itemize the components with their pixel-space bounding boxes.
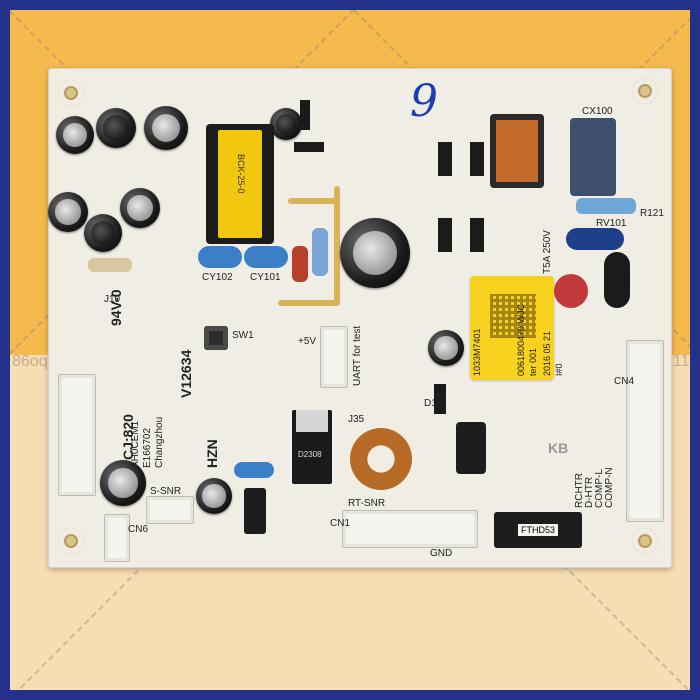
connector-header: [104, 514, 130, 562]
handwritten-number: 9: [410, 76, 438, 127]
ceramic-capacitor: [234, 462, 274, 478]
silk-rt-snr: RT-SNR: [348, 498, 386, 509]
resistor: [88, 258, 132, 272]
diode: [300, 100, 310, 130]
silk-hzn: HZN: [204, 439, 220, 468]
silk-j35: J35: [348, 414, 365, 425]
silk-rchtr: RCHTR: [574, 473, 585, 508]
silk-rv101: RV101: [596, 218, 627, 229]
silk-cy101: CY101: [250, 272, 281, 283]
diode: [438, 218, 452, 252]
sticker-line: ter 001: [528, 347, 538, 376]
relay-label: FTHD53: [518, 524, 559, 536]
silk-gnd: GND: [430, 548, 453, 559]
mounting-hole: [632, 78, 658, 104]
silk-city: Changzhou: [154, 416, 165, 468]
resistor: [292, 246, 308, 282]
capacitor: [96, 108, 136, 148]
sticker-id: I#0: [554, 363, 564, 376]
capacitor: [428, 330, 464, 366]
relay: FTHD53: [494, 512, 582, 548]
silk-sw1: SW1: [232, 330, 254, 341]
connector-header: [58, 374, 96, 496]
diode: [294, 142, 324, 152]
capacitor: [144, 106, 188, 150]
silk-kb: KB: [548, 440, 569, 456]
capacitor: [84, 214, 122, 252]
capacitor: [100, 460, 146, 506]
production-sticker: 1033M7401 0061800470 WJC ter 001 2016 05…: [470, 276, 564, 380]
silk-v12634: V12634: [178, 349, 194, 398]
connector-header: [146, 496, 194, 524]
silk-d14: D14: [424, 398, 443, 409]
choke-inductor: [490, 114, 544, 188]
capacitor: [48, 192, 88, 232]
transformer-label: BCK-25-0: [236, 154, 246, 194]
silk-cn4: CN4: [614, 376, 635, 387]
connector-header: [626, 340, 664, 522]
silk-r121: R121: [640, 208, 664, 219]
resistor: [312, 228, 328, 276]
ceramic-capacitor: [244, 246, 288, 268]
mounting-hole: [632, 528, 658, 554]
connector-header: [320, 326, 348, 388]
ceramic-capacitor: [198, 246, 242, 268]
resistor: [576, 198, 636, 214]
sticker-line: 0061800470 WJC: [516, 303, 526, 376]
silk-maker: AH0CEM1: [130, 420, 141, 468]
copper-trace: [278, 300, 338, 306]
sticker-date: 2016 05 21: [542, 330, 552, 376]
silk-cn1: CN1: [330, 518, 351, 529]
power-mosfet: D2308: [292, 410, 332, 484]
ceramic-capacitor: [566, 228, 624, 250]
capacitor: [120, 188, 160, 228]
electrolytic-capacitor: [456, 422, 486, 474]
mounting-hole: [58, 528, 84, 554]
silk-s-snr: S-SNR: [150, 486, 182, 497]
diode: [434, 384, 446, 414]
silk-cy102: CY102: [202, 272, 233, 283]
x-capacitor: [570, 118, 616, 196]
toroid-inductor: [350, 428, 412, 490]
fuse: [604, 252, 630, 308]
diode: [470, 218, 484, 252]
silk-cn6: CN6: [128, 524, 149, 535]
qr-code: [490, 294, 536, 338]
ic-label: D2308: [298, 450, 322, 459]
copper-trace: [288, 198, 336, 204]
circuit-board: BCK-25-0 D2308 FTHD: [48, 68, 672, 568]
transformer: BCK-25-0: [206, 124, 274, 244]
push-button: [204, 326, 228, 350]
copper-trace: [334, 186, 340, 306]
capacitor: [270, 108, 302, 140]
capacitor: [196, 478, 232, 514]
thermistor: [554, 274, 588, 308]
silk-t5a: T5A 250V: [542, 230, 553, 274]
silk-cx100: CX100: [582, 106, 613, 117]
silk-comp-n: COMP-N: [604, 467, 615, 508]
silk-comp-l: COMP-L: [594, 469, 605, 508]
silk-d-htr: D-HTR: [584, 476, 595, 508]
electrolytic-capacitor: [244, 488, 266, 534]
diode: [470, 142, 484, 176]
silk-code: E166702: [142, 427, 153, 468]
mounting-hole: [58, 80, 84, 106]
sticker-line: 1033M7401: [472, 328, 482, 376]
silk-5v: +5V: [298, 336, 317, 347]
connector-header: [342, 510, 478, 548]
silk-j10: J10: [104, 294, 121, 305]
capacitor: [340, 218, 410, 288]
diode: [438, 142, 452, 176]
silk-uart: UART for test: [352, 325, 363, 386]
capacitor: [56, 116, 94, 154]
